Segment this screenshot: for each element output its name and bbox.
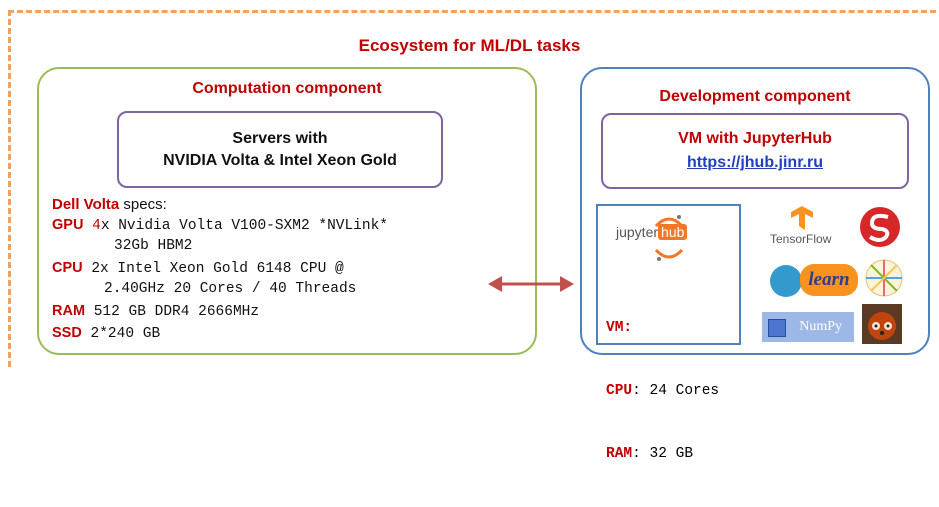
computation-component-box: [37, 67, 537, 355]
development-component-box: [580, 67, 930, 355]
gpu-row: GPU 4x Nvidia Volta V100-SXM2 *NVLink*: [52, 217, 388, 234]
gpu-line-2: 32Gb HBM2: [114, 238, 193, 254]
numpy-cube-icon: [768, 319, 786, 337]
gpu-count: 4: [92, 218, 101, 234]
cpu-row: CPU 2x Intel Xeon Gold 6148 CPU @: [52, 260, 344, 277]
vm-ram-row: RAM: 32 GB: [606, 444, 719, 465]
servers-box: Servers with NVIDIA Volta & Intel Xeon G…: [117, 111, 443, 188]
ssd-value: 2*240 GB: [90, 326, 161, 342]
vm-title: VM with JupyterHub: [678, 130, 832, 147]
vm-cpu-label: CPU: [606, 383, 633, 399]
ram-label: RAM: [52, 303, 86, 319]
jupyter-orbit-icon: [654, 215, 684, 228]
tensorflow-label: TensorFlow: [770, 232, 832, 246]
vm-specs: VM: CPU: 24 Cores RAM: 32 GB: [606, 276, 719, 507]
ecosystem-border-top: [8, 10, 936, 13]
numpy-label: NumPy: [799, 319, 842, 334]
scala-s-icon: [860, 207, 900, 247]
ssd-row: SSD 2*240 GB: [52, 325, 160, 342]
sklearn-logo: learn: [800, 264, 858, 296]
ecosystem-title: Ecosystem for ML/DL tasks: [358, 36, 581, 55]
hub-logo-text: hub: [658, 224, 688, 240]
ram-value: 512 GB DDR4 2666MHz: [93, 304, 260, 320]
jhub-link[interactable]: https://jhub.jinr.ru: [687, 154, 823, 171]
tensorflow-icon: [791, 206, 813, 230]
vm-cpu-value: : 24 Cores: [632, 383, 720, 399]
servers-line-2: NVIDIA Volta & Intel Xeon Gold: [163, 151, 397, 169]
development-heading: Development component: [659, 88, 851, 105]
vm-box: VM with JupyterHub https://jhub.jinr.ru: [601, 113, 909, 189]
double-arrow-icon: [488, 276, 574, 292]
ram-row: RAM 512 GB DDR4 2666MHz: [52, 303, 259, 320]
vm-cpu-row: CPU: 24 Cores: [606, 381, 719, 402]
gpu-line-1: x Nvidia Volta V100-SXM2 *NVLink*: [100, 218, 388, 234]
ecosystem-border-left: [8, 10, 11, 367]
red-panda-icon: [862, 304, 902, 344]
vm-ram-value: : 32 GB: [632, 446, 694, 462]
ssd-label: SSD: [52, 325, 82, 341]
jupyter-orbit-bottom-icon: [654, 248, 684, 261]
specs-title-row: Dell Volta specs:: [52, 196, 167, 213]
specs-title: Dell Volta: [52, 196, 120, 213]
servers-line-1: Servers with: [232, 129, 328, 147]
jupyter-logo-text: jupyter: [616, 224, 659, 240]
specs-suffix: specs:: [119, 196, 167, 213]
vm-ram-label: RAM: [606, 446, 633, 462]
cpu-label: CPU: [52, 260, 83, 276]
gpu-label: GPU: [52, 217, 84, 233]
cpu-line-1: 2x Intel Xeon Gold 6148 CPU @: [91, 261, 344, 277]
numpy-logo: NumPy: [762, 312, 854, 342]
vm-label: VM:: [606, 320, 633, 336]
cpu-line-2: 2.40GHz 20 Cores / 40 Threads: [104, 281, 357, 297]
sklearn-blue-icon: [770, 265, 802, 297]
computation-heading: Computation component: [192, 80, 382, 97]
color-wheel-icon: [865, 259, 903, 297]
